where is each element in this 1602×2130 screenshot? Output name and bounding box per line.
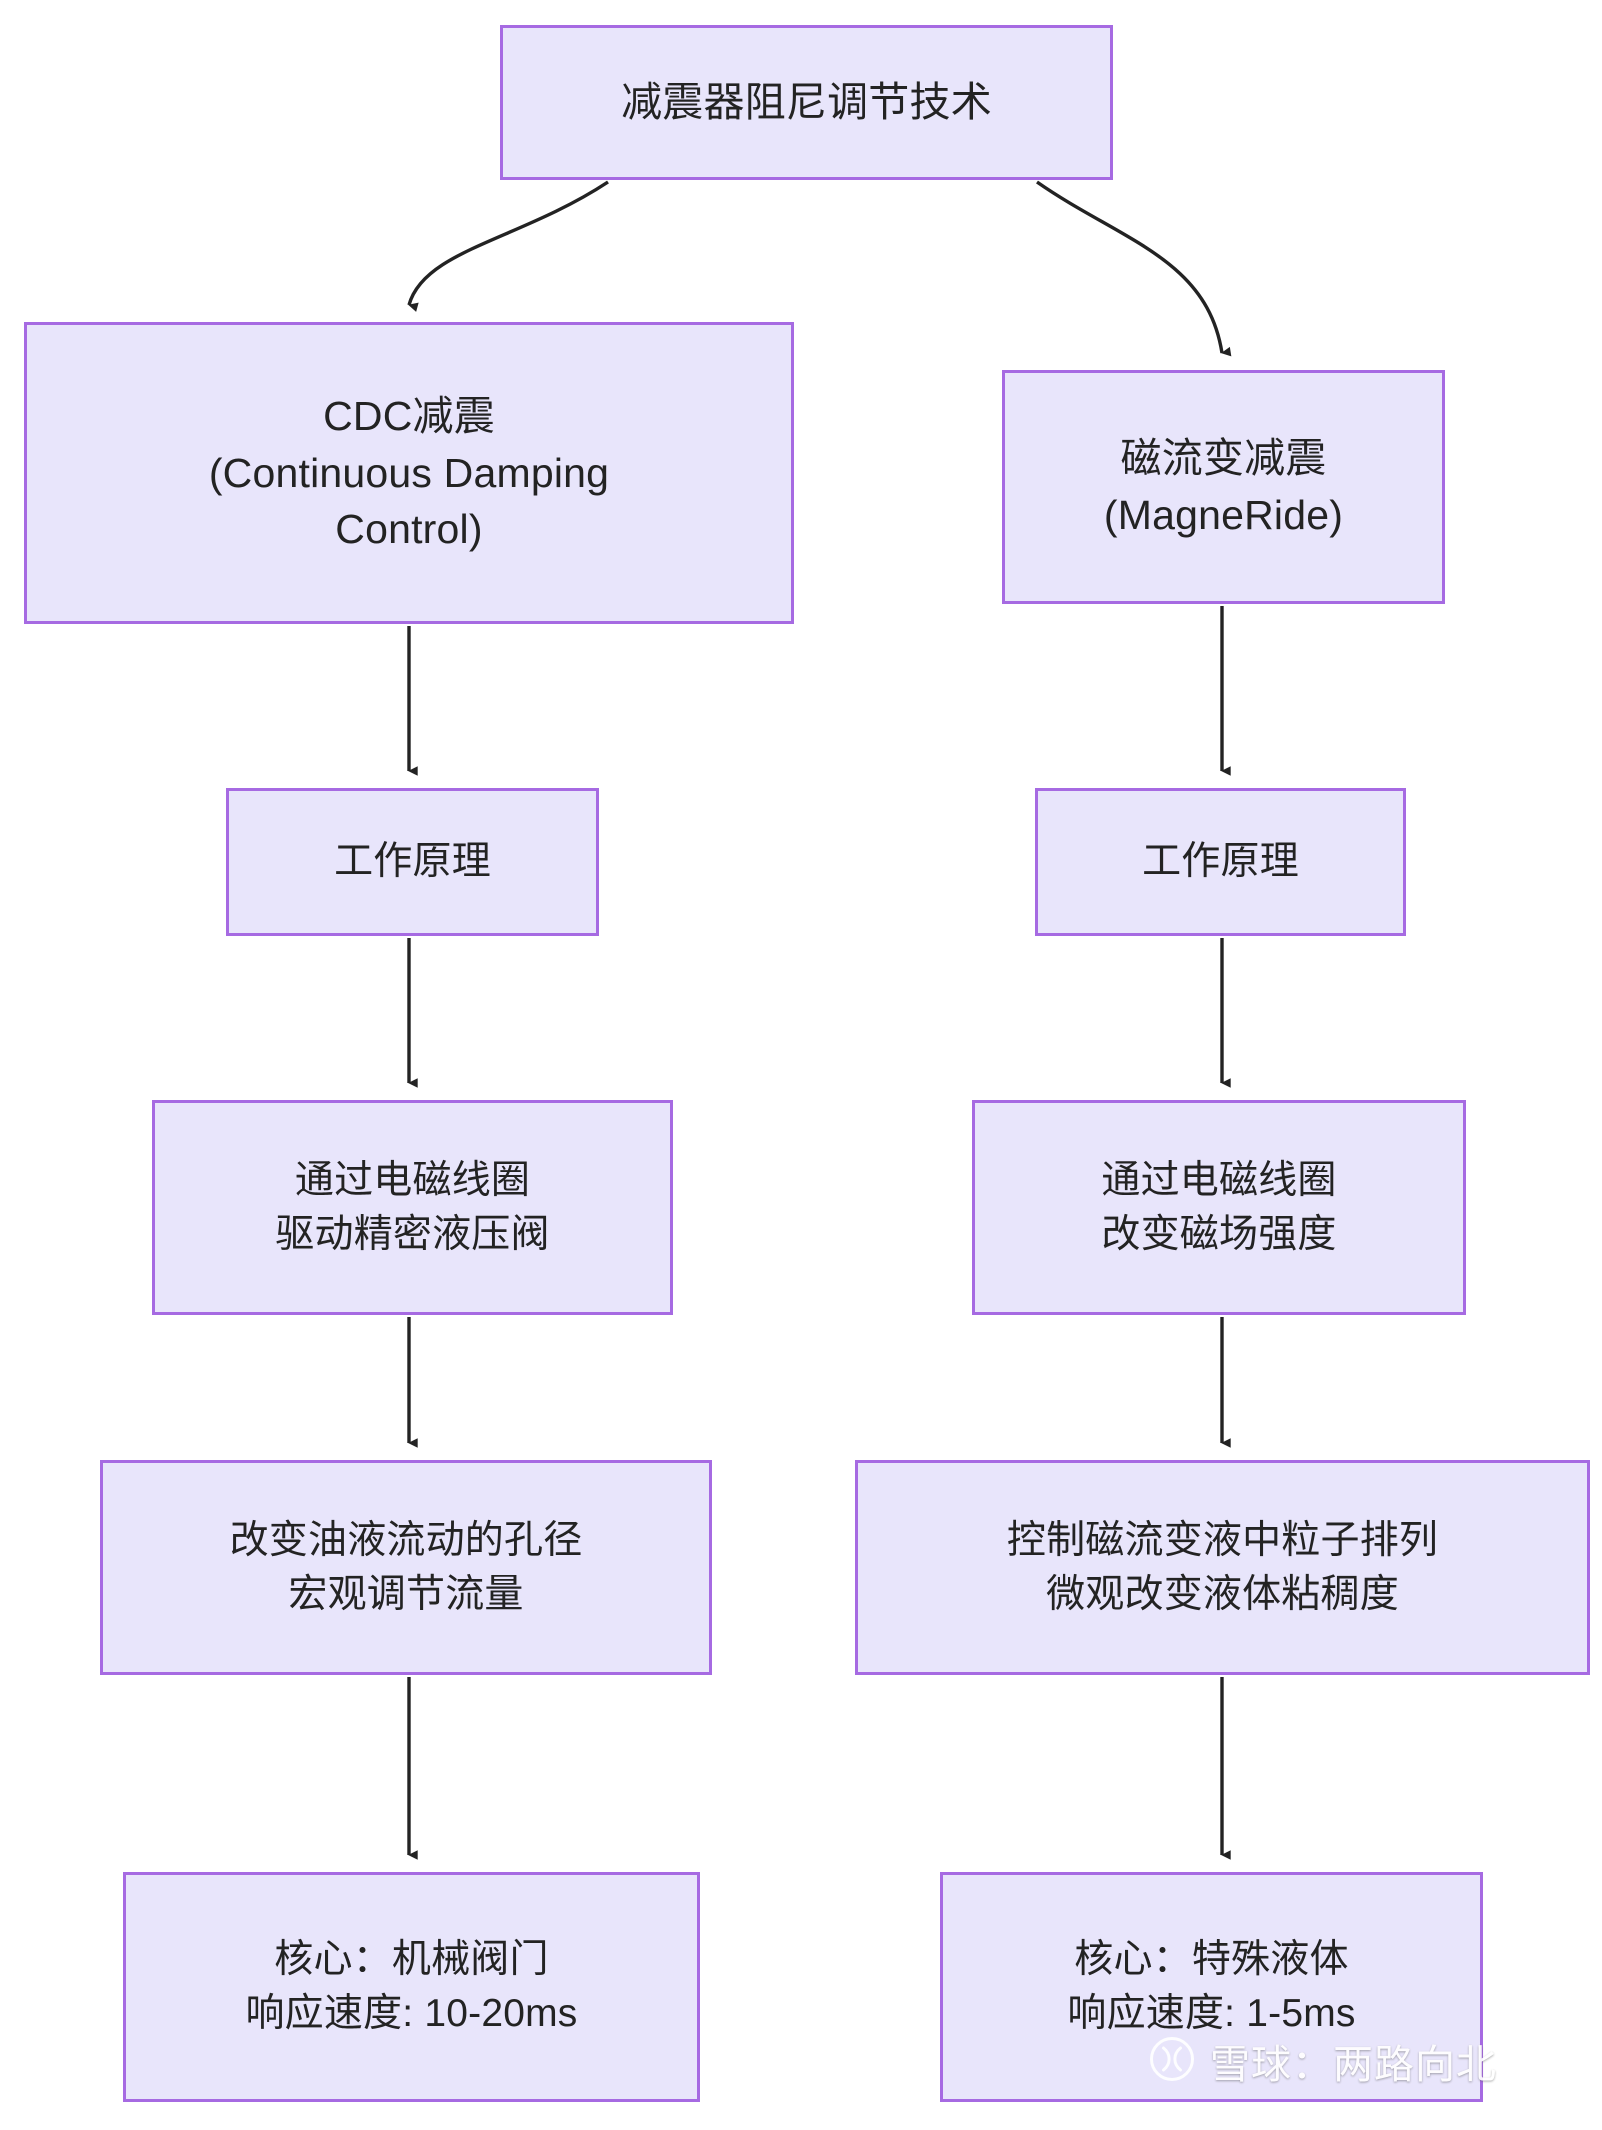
node-mechanism-right[interactable]: 通过电磁线圈 改变磁场强度	[972, 1100, 1466, 1315]
node-core-right-line-0: 核心：特殊液体	[1074, 1938, 1349, 1982]
node-core-left[interactable]: 核心：机械阀门 响应速度: 10-20ms	[123, 1872, 700, 2102]
node-core-left-line-1: 响应速度: 10-20ms	[245, 1992, 578, 2035]
node-principle-left-line-0: 工作原理	[334, 840, 491, 884]
node-effect-left[interactable]: 改变油液流动的孔径 宏观调节流量	[100, 1460, 712, 1675]
node-principle-right-line-0: 工作原理	[1142, 840, 1299, 884]
node-effect-right-line-1: 微观改变液体粘稠度	[1046, 1572, 1399, 1616]
node-effect-right[interactable]: 控制磁流变液中粒子排列 微观改变液体粘稠度	[855, 1460, 1590, 1675]
node-principle-right[interactable]: 工作原理	[1035, 788, 1406, 936]
node-core-right-line-1: 响应速度: 1-5ms	[1067, 1992, 1356, 2035]
node-cdc-line-2: Control)	[335, 506, 483, 553]
edge-root-to-cdc	[407, 180, 609, 312]
node-core-right[interactable]: 核心：特殊液体 响应速度: 1-5ms	[940, 1872, 1483, 2102]
node-effect-right-line-0: 控制磁流变液中粒子排列	[1006, 1518, 1439, 1562]
node-core-left-line-0: 核心：机械阀门	[274, 1938, 549, 1982]
node-root-line-0: 减震器阻尼调节技术	[621, 79, 992, 126]
node-principle-left[interactable]: 工作原理	[226, 788, 599, 936]
node-magneride-line-1: (MagneRide)	[1103, 492, 1344, 538]
edge-root-to-magneride	[1036, 180, 1232, 357]
node-effect-left-line-1: 宏观调节流量	[288, 1572, 524, 1616]
node-mechanism-left-line-0: 通过电磁线圈	[294, 1158, 531, 1202]
node-cdc-line-0: CDC减震	[323, 393, 495, 440]
node-mechanism-left-line-1: 驱动精密液压阀	[275, 1212, 550, 1256]
node-mechanism-right-line-1: 改变磁场强度	[1101, 1212, 1337, 1256]
node-magneride[interactable]: 磁流变减震 (MagneRide)	[1002, 370, 1445, 604]
node-cdc[interactable]: CDC减震 (Continuous Damping Control)	[24, 322, 794, 624]
node-mechanism-left[interactable]: 通过电磁线圈 驱动精密液压阀	[152, 1100, 673, 1315]
node-mechanism-right-line-0: 通过电磁线圈	[1101, 1158, 1337, 1202]
node-root[interactable]: 减震器阻尼调节技术	[500, 25, 1113, 180]
node-effect-left-line-0: 改变油液流动的孔径	[229, 1518, 583, 1562]
node-magneride-line-0: 磁流变减震	[1120, 435, 1327, 482]
node-cdc-line-1: (Continuous Damping	[208, 449, 610, 496]
